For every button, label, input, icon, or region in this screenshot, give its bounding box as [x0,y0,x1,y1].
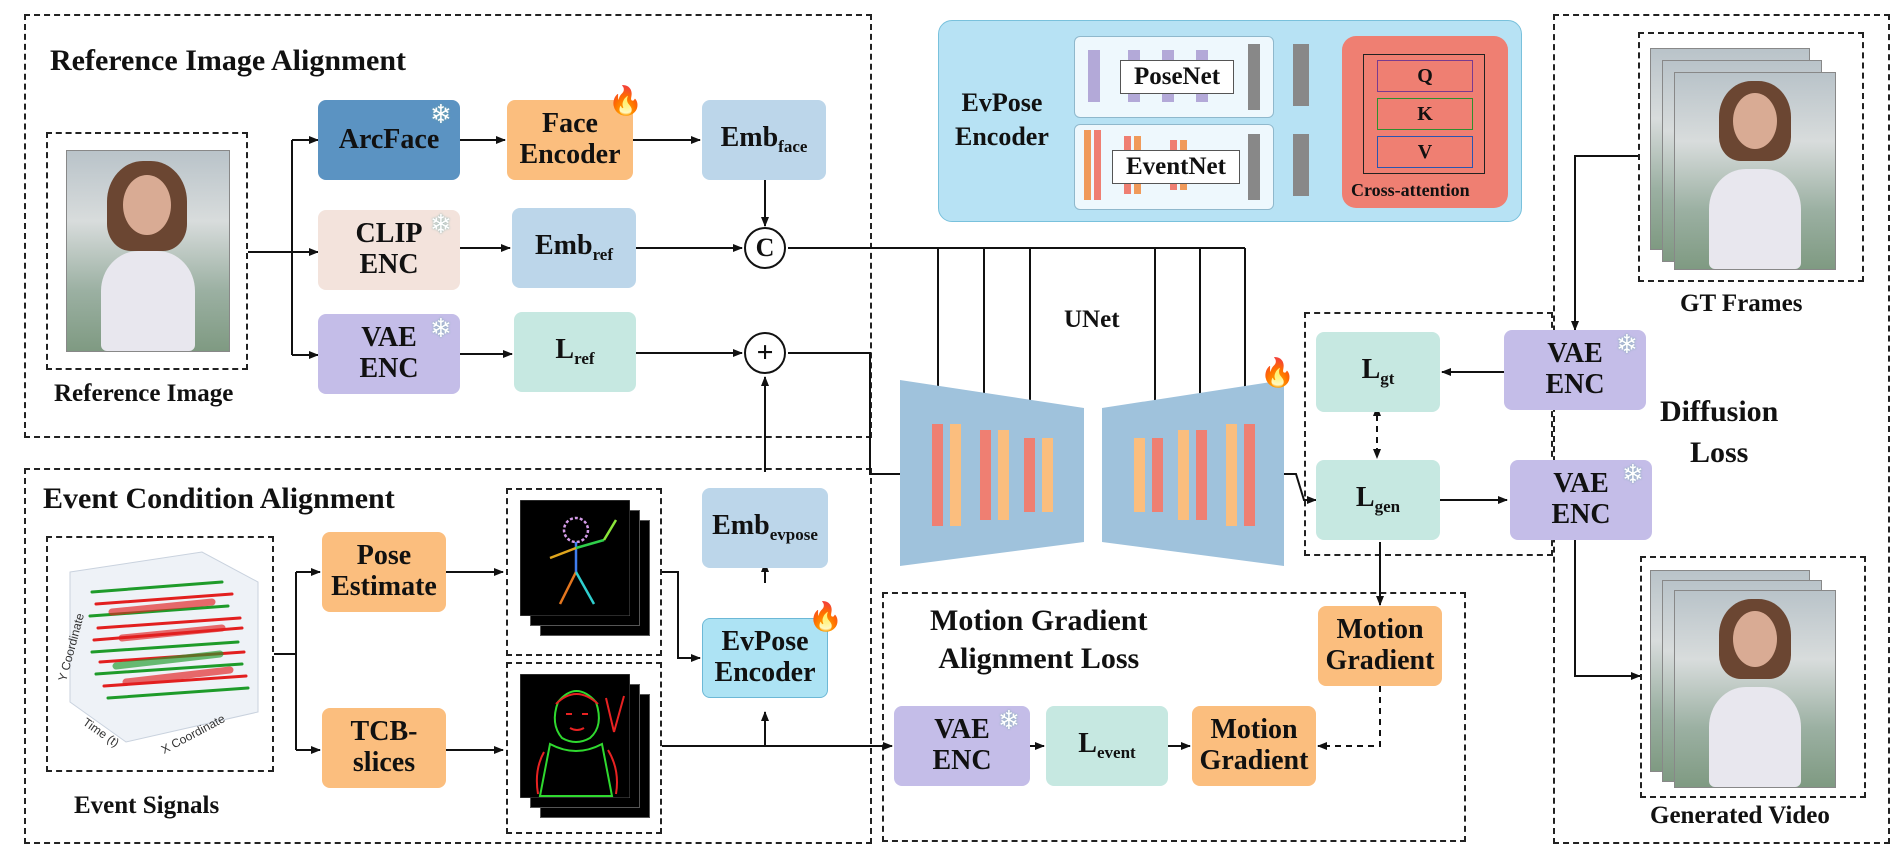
emb-ref-block: Embref [512,208,636,288]
motion-gradient-region [882,592,1466,842]
l-event-block: Levent [1046,706,1168,786]
snowflake-icon: ❄ [430,314,452,343]
vae-enc-event-block: VAE ENC [894,706,1030,786]
flame-icon: 🔥 [808,602,843,633]
event-signals-plot: Y Coordinate Time (t) X Coordinate [55,551,259,757]
tcb-slice-image [520,674,630,798]
event-feature [1293,134,1309,196]
arcface-block: ArcFace [318,100,460,180]
l-gt-block: Lgt [1316,332,1440,412]
gt-frame [1674,72,1836,270]
emb-face-block: Embface [702,100,826,180]
gt-frames-caption: GT Frames [1680,290,1803,317]
posenet-output [1248,44,1260,110]
query-block: Q [1377,60,1473,92]
emb-evpose-block: Embevpose [702,488,828,568]
vae-enc-gen-block: VAE ENC [1510,460,1652,540]
tcb-slices-block: TCB- slices [322,708,446,788]
snowflake-icon: ❄ [430,210,452,239]
snowflake-icon: ❄ [1616,330,1638,359]
cross-attention-inner [1363,54,1485,174]
eventnet-label: EventNet [1112,150,1240,184]
flame-icon: 🔥 [1260,358,1295,389]
posenet-label: PoseNet [1120,60,1234,94]
motion-gradient-event-block: Motion Gradient [1192,706,1316,786]
diffusion-loss-region [1553,14,1890,844]
l-gen-block: Lgen [1316,460,1440,540]
event-signals-caption: Event Signals [74,792,220,819]
motion-gradient-title: Motion Gradient Alignment Loss [930,604,1148,675]
generated-frame [1674,590,1836,788]
eventnet-layer [1084,130,1091,200]
eventnet-output [1248,134,1260,200]
pose-estimate-block: Pose Estimate [322,532,446,612]
face-encoder-block: Face Encoder [507,100,633,180]
add-operator: + [744,332,786,374]
posenet-layer [1088,50,1100,102]
reference-image-caption: Reference Image [54,380,234,407]
reference-alignment-title: Reference Image Alignment [50,44,407,77]
event-alignment-region [24,468,872,844]
reference-image [66,150,230,352]
snowflake-icon: ❄ [1622,460,1644,489]
pose-image [520,500,630,616]
l-ref-block: Lref [514,312,636,392]
evpose-encoder-block: EvPose Encoder [702,618,828,698]
vae-enc-gt-block: VAE ENC [1504,330,1646,410]
latent-loss-region [1304,312,1553,556]
key-block: K [1377,98,1473,130]
event-alignment-title: Event Condition Alignment [43,482,395,515]
cross-attention-label: Cross-attention [1351,180,1470,200]
snowflake-icon: ❄ [998,706,1020,735]
snowflake-icon: ❄ [430,100,452,129]
eventnet-layer [1094,130,1101,200]
pose-feature [1293,44,1309,106]
motion-gradient-gen-block: Motion Gradient [1318,606,1442,686]
generated-video-caption: Generated Video [1650,802,1830,829]
unet-label: UNet [1064,306,1120,333]
concat-operator: C [744,227,786,269]
vae-enc-reference-block: VAE ENC [318,314,460,394]
flame-icon: 🔥 [608,86,643,117]
clip-enc-block: CLIP ENC [318,210,460,290]
evpose-panel-title: EvPose Encoder [955,88,1049,151]
reference-alignment-region [24,14,872,438]
unet-block [900,380,1284,566]
value-block: V [1377,136,1473,168]
diffusion-loss-title: Diffusion Loss [1660,395,1779,469]
